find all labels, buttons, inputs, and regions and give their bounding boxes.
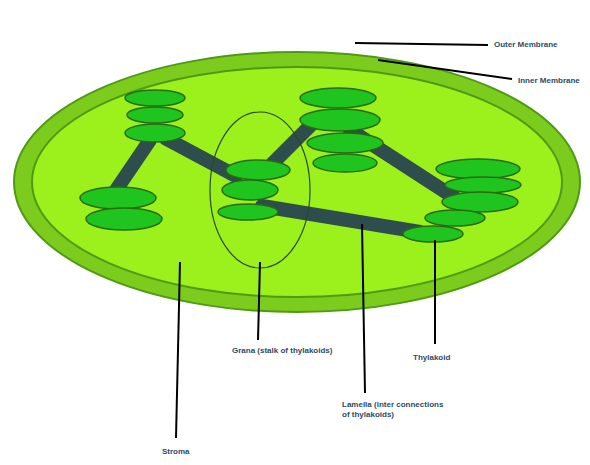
- part-label: Lamella (inter connections of thylakoids…: [342, 400, 452, 420]
- grana-outline: [210, 112, 310, 268]
- part-label: Outer Membrane: [494, 40, 558, 50]
- thylakoids: [80, 88, 521, 242]
- part-label: Thylakoid: [413, 353, 450, 363]
- lamellae: [112, 118, 455, 232]
- part-label: Grana (stalk of thylakoids): [232, 346, 332, 356]
- part-label: Inner Membrane: [518, 76, 580, 86]
- inner-membrane: [32, 67, 562, 297]
- outer-membrane: [14, 52, 580, 312]
- leader-lines: [176, 43, 512, 438]
- part-label: Stroma: [162, 447, 190, 457]
